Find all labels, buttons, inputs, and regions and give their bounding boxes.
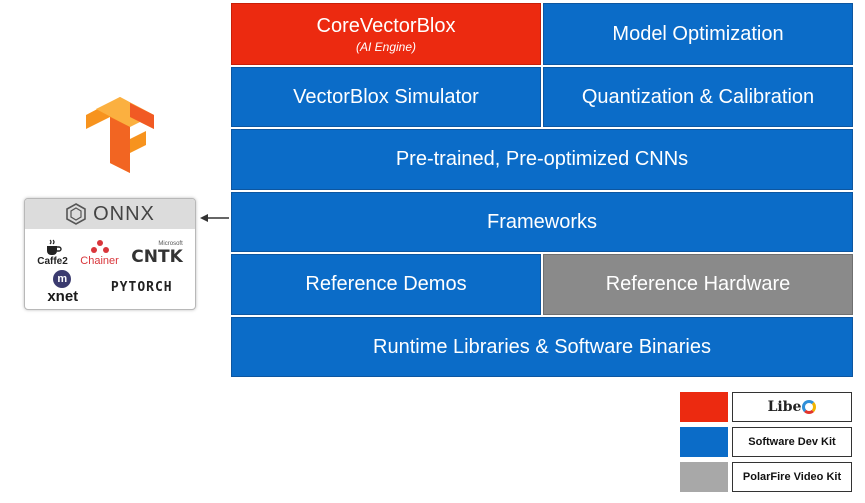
legend-gray-swatch bbox=[680, 462, 728, 492]
model-optimization-block: Model Optimization bbox=[543, 3, 853, 65]
framework-panel: ONNX Caffe2 Chainer Microsoft CNTK m bbox=[24, 198, 196, 310]
reference-demos-label: Reference Demos bbox=[305, 273, 467, 295]
onnx-header: ONNX bbox=[25, 199, 195, 229]
framework-logos-row-1: Caffe2 Chainer Microsoft CNTK bbox=[25, 229, 195, 267]
vectorblox-simulator-label: VectorBlox Simulator bbox=[293, 85, 479, 108]
ai-engine-sublabel: (AI Engine) bbox=[355, 39, 417, 54]
libero-logo: Libe bbox=[732, 392, 852, 422]
chainer-logo: Chainer bbox=[80, 239, 119, 267]
mxnet-logo: m xnet bbox=[47, 269, 79, 305]
libero-label: Libe bbox=[767, 399, 802, 415]
cntk-logo: Microsoft CNTK bbox=[131, 241, 182, 267]
frameworks-label: Frameworks bbox=[486, 210, 597, 233]
onnx-icon bbox=[66, 203, 86, 225]
chainer-icon bbox=[90, 240, 109, 253]
microsoft-label: Microsoft bbox=[158, 241, 183, 247]
corevectorblox-label: CoreVectorBlox bbox=[316, 14, 456, 37]
tensorflow-icon bbox=[86, 97, 154, 173]
legend-sdk-row: Software Dev Kit bbox=[680, 427, 855, 457]
cntk-label: CNTK bbox=[131, 247, 183, 267]
polarfire-video-kit-label-box: PolarFire Video Kit bbox=[732, 462, 852, 492]
software-dev-kit-label-box: Software Dev Kit bbox=[732, 427, 852, 457]
quantization-calibration-block: Quantization & Calibration bbox=[543, 67, 853, 127]
model-optimization-label: Model Optimization bbox=[612, 22, 784, 45]
legend-video-kit-row: PolarFire Video Kit bbox=[680, 462, 855, 492]
mxnet-label: xnet bbox=[47, 287, 79, 305]
pretrained-cnns-label: Pre-trained, Pre-optimized CNNs bbox=[395, 148, 689, 170]
chainer-label: Chainer bbox=[80, 255, 119, 267]
mxnet-mark: m bbox=[53, 269, 72, 288]
legend-red-swatch bbox=[680, 392, 728, 422]
runtime-libraries-block: Runtime Libraries & Software Binaries bbox=[231, 317, 853, 377]
reference-hardware-block: Reference Hardware bbox=[543, 254, 853, 315]
reference-demos-block: Reference Demos bbox=[231, 254, 541, 315]
framework-logos-row-2: m xnet PYTORCH bbox=[25, 267, 195, 307]
coffee-cup-icon bbox=[46, 239, 62, 255]
pytorch-logo: PYTORCH bbox=[111, 280, 173, 295]
legend-blue-swatch bbox=[680, 427, 728, 457]
software-dev-kit-label: Software Dev Kit bbox=[748, 436, 836, 448]
reference-hardware-label: Reference Hardware bbox=[605, 273, 791, 295]
legend-libero-row: Libe bbox=[680, 392, 855, 422]
onnx-label: ONNX bbox=[93, 202, 155, 225]
vectorblox-simulator-block: VectorBlox Simulator bbox=[231, 67, 541, 127]
pretrained-cnns-block: Pre-trained, Pre-optimized CNNs bbox=[231, 129, 853, 190]
frameworks-block: Frameworks bbox=[231, 192, 853, 252]
quantization-calibration-label: Quantization & Calibration bbox=[581, 85, 815, 108]
caffe2-label: Caffe2 bbox=[37, 256, 68, 267]
arrow-left-icon bbox=[200, 214, 229, 222]
pytorch-label: PYTORCH bbox=[110, 279, 173, 295]
runtime-libraries-label: Runtime Libraries & Software Binaries bbox=[373, 335, 711, 358]
caffe2-logo: Caffe2 bbox=[37, 238, 68, 267]
corevectorblox-block: CoreVectorBlox (AI Engine) bbox=[231, 3, 541, 65]
libero-ring-icon bbox=[802, 400, 817, 414]
polarfire-video-kit-label: PolarFire Video Kit bbox=[742, 471, 842, 483]
